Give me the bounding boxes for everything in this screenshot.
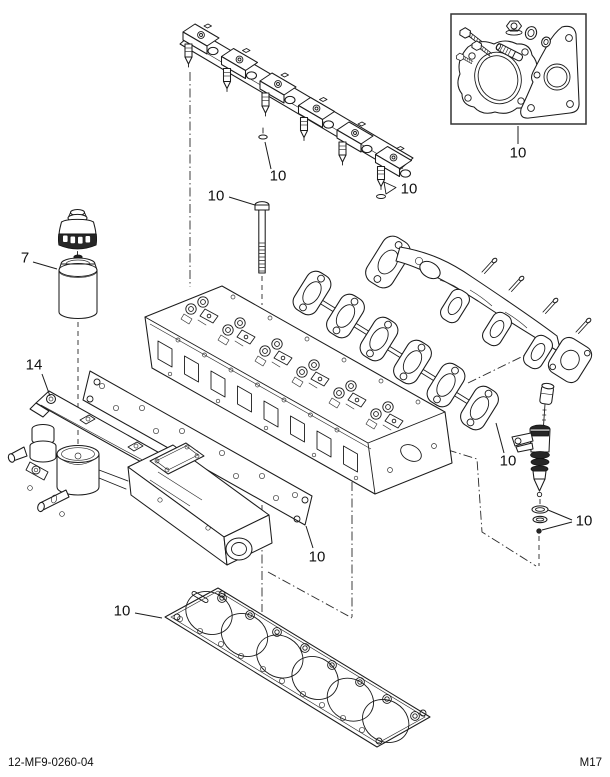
callout-gasket-kit-label: 10	[510, 145, 527, 162]
callout-rocker-bolt-washer-label: 10	[270, 168, 287, 185]
callout-exhaust-gasket: 10	[495, 422, 517, 470]
callout-intake-manifold: 14	[26, 357, 51, 397]
callouts: 10 10 10 10 7 14 10 10	[21, 126, 593, 620]
rocker-injector-assembly-drawing	[179, 23, 414, 191]
intake-gasket-drawing	[82, 370, 313, 526]
callout-fuel-filter-label: 7	[21, 250, 29, 267]
callout-injector-orings-label: 10	[576, 513, 593, 530]
doc-number: 12-MF9-0260-04	[8, 757, 94, 769]
callout-intake-manifold-label: 14	[26, 357, 43, 374]
intake-manifold-drawing	[7, 390, 273, 566]
nut-drawing	[505, 20, 523, 36]
callout-injector-tip-seal: 10	[376, 181, 418, 199]
hold-down-bolt-drawing	[254, 201, 270, 274]
callout-exhaust-gasket-label: 10	[500, 453, 517, 470]
washer-small-drawing	[541, 36, 551, 48]
stud-drawing	[495, 43, 524, 62]
exhaust-gasket-drawing	[288, 266, 503, 435]
callout-gasket-kit: 10	[510, 126, 527, 162]
callout-injector-orings: 10	[541, 509, 593, 531]
gasket-kit-box	[450, 13, 587, 125]
callout-head-gasket: 10	[114, 603, 163, 620]
exhaust-manifold-drawing	[365, 235, 593, 384]
callout-intake-gasket-label: 10	[309, 549, 326, 566]
fuel-injector-drawing	[511, 382, 555, 566]
callout-rocker-bolt-washer: 10	[264, 141, 287, 185]
sheet-code: M17	[580, 757, 602, 769]
footer: 12-MF9-0260-04 M17	[8, 757, 602, 769]
fuel-filter-drawing	[57, 208, 98, 319]
callout-rocker-bolt-label: 10	[208, 188, 225, 205]
washer-drawing	[524, 26, 538, 40]
callout-rocker-bolt: 10	[208, 188, 256, 206]
callout-head-gasket-label: 10	[114, 603, 131, 620]
cylinder-head-drawing	[144, 285, 453, 495]
callout-intake-gasket: 10	[305, 525, 326, 566]
callout-injector-tip-seal-label: 10	[401, 181, 418, 198]
head-gasket-drawing	[164, 587, 431, 748]
callout-fuel-filter: 7	[21, 250, 58, 270]
